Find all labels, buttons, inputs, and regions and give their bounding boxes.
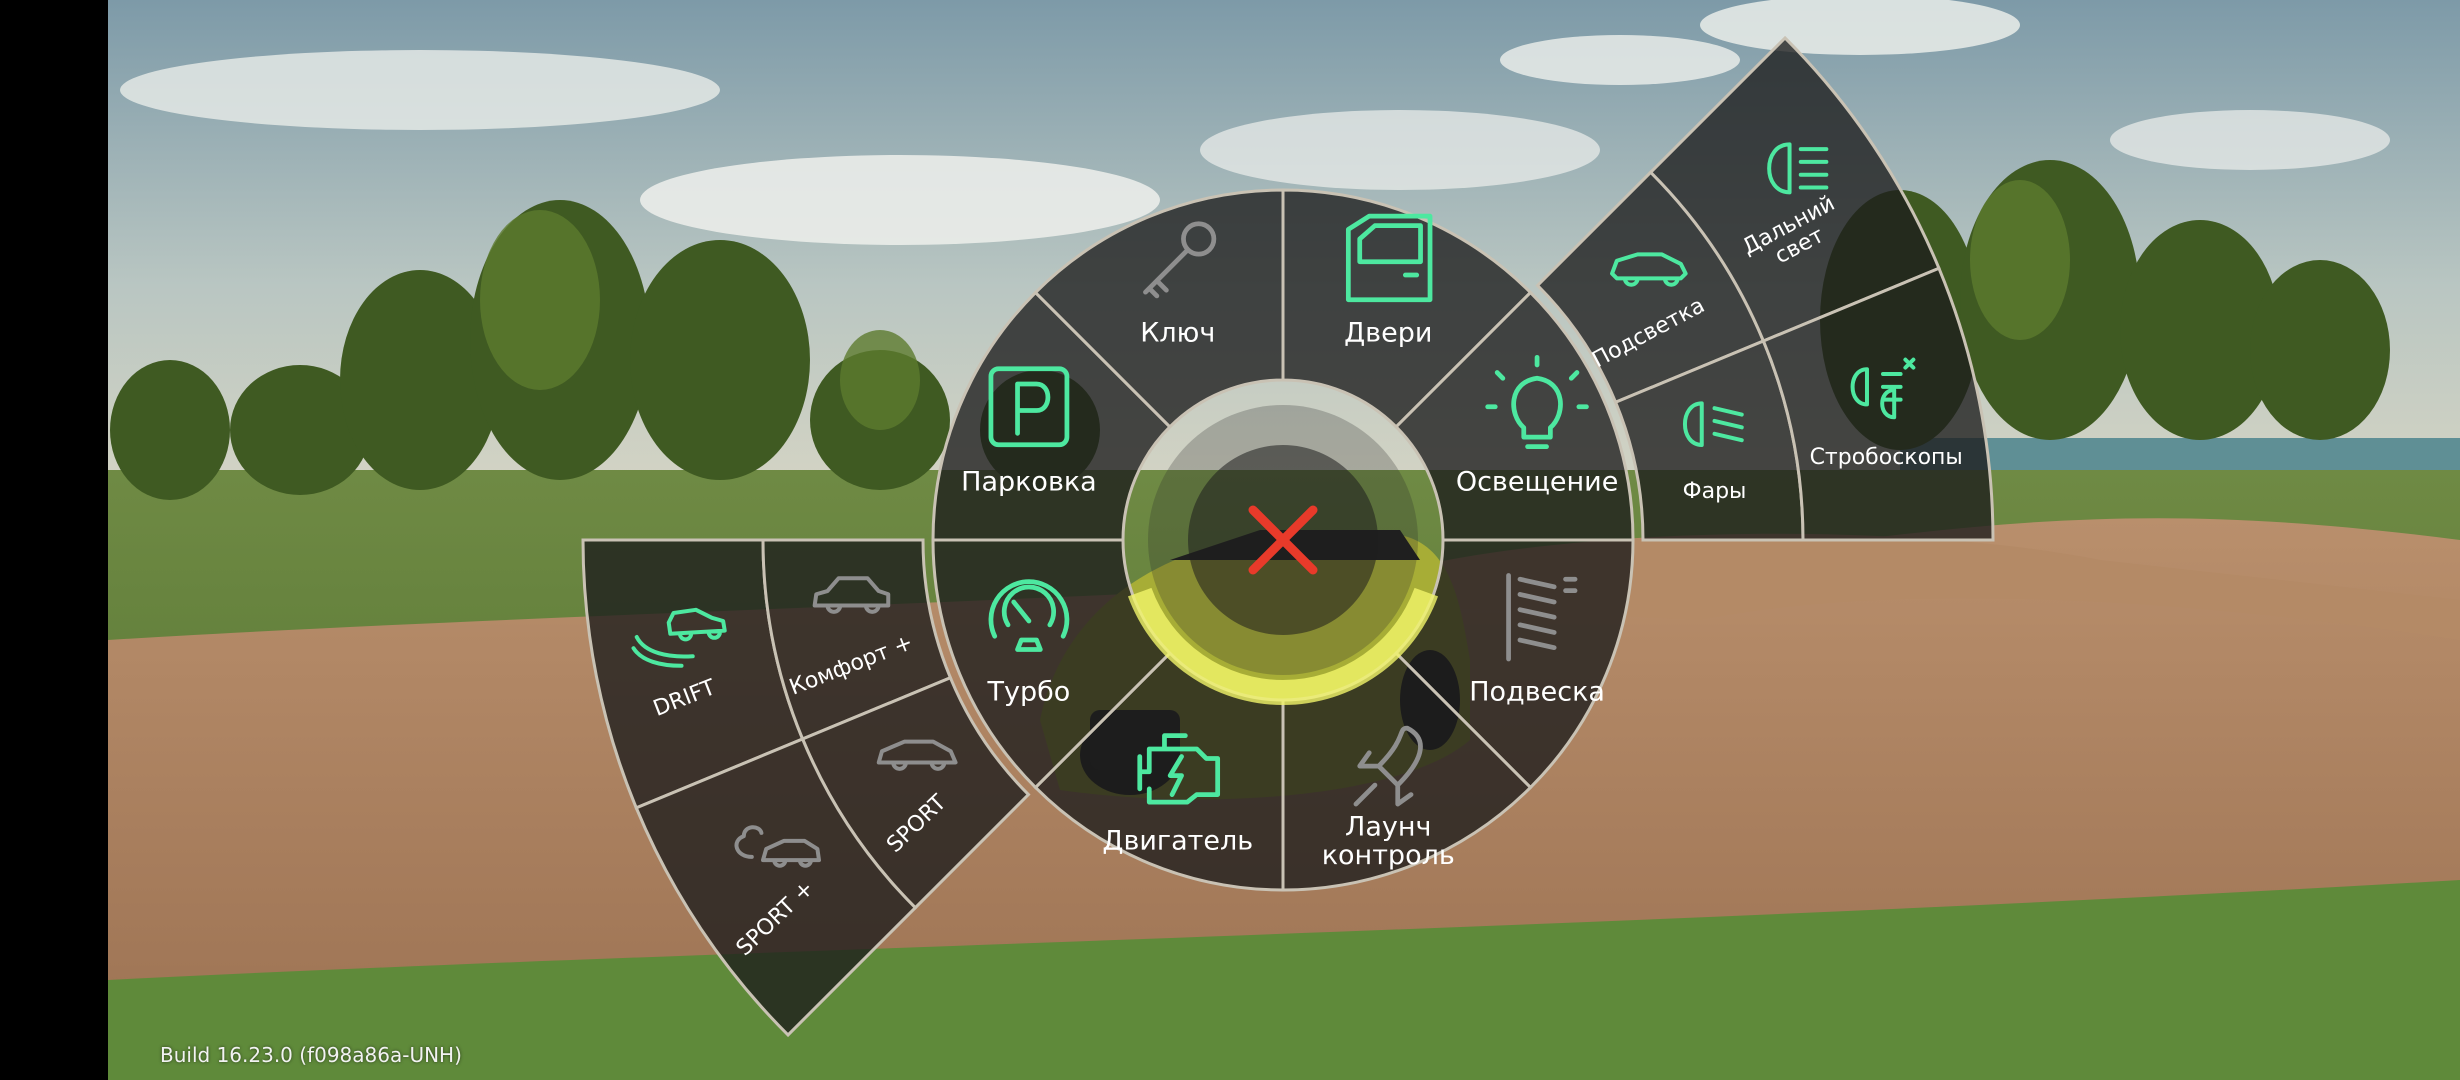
build-version-label: Build 16.23.0 (f098a86a-UNH) xyxy=(160,1043,462,1067)
menu-segment xyxy=(1394,538,1635,790)
engine-icon xyxy=(1137,733,1221,805)
door-icon xyxy=(1345,213,1433,303)
menu-item-label: Ключ xyxy=(1140,317,1215,348)
high-beam-icon xyxy=(1767,142,1829,195)
close-menu-button[interactable] xyxy=(1188,445,1378,635)
smoke-car-icon xyxy=(734,825,822,868)
inner-menu-item-turbo[interactable]: Турбо xyxy=(931,538,1172,790)
menu-segment xyxy=(931,290,1172,542)
suspension-icon xyxy=(1506,573,1578,662)
menu-segment xyxy=(761,538,953,741)
turbo-gauge-icon xyxy=(988,579,1070,652)
sedan-icon xyxy=(812,576,891,614)
inner-menu-item-key[interactable]: Ключ xyxy=(1033,188,1285,429)
menu-item-label: Фары xyxy=(1683,479,1747,504)
rocket-icon xyxy=(1353,725,1423,807)
menu-item-label: Стробоскопы xyxy=(1810,445,1963,470)
menu-item-label: Парковка xyxy=(961,466,1097,497)
lighting-menu-item-strobes[interactable]: Стробоскопы xyxy=(1761,266,1995,542)
inner-menu-item-lighting[interactable]: Освещение xyxy=(1394,290,1635,542)
menu-item-label: Подвеска xyxy=(1469,677,1605,708)
menu-segment xyxy=(1761,266,1995,542)
menu-item-label: контроль xyxy=(1322,840,1455,871)
strobe-icon xyxy=(1850,357,1916,420)
menu-item-label: Турбо xyxy=(987,677,1071,708)
menu-item-label: Двигатель xyxy=(1102,826,1253,857)
mode-menu-item-sport_plus[interactable]: SPORT + xyxy=(634,737,918,1038)
key-icon xyxy=(1143,221,1217,299)
drift-car-icon xyxy=(631,607,727,668)
headlight-icon xyxy=(1682,401,1744,447)
menu-item-label: Двери xyxy=(1344,317,1432,348)
mode-menu-item-comfort[interactable]: Комфорт + xyxy=(761,538,953,741)
sport-car-icon xyxy=(876,739,958,771)
menu-segment xyxy=(1281,188,1533,429)
bulb-icon xyxy=(1485,354,1589,450)
close-x-icon xyxy=(1248,505,1318,575)
car-glow-icon xyxy=(1610,252,1688,287)
inner-menu-item-suspension[interactable]: Подвеска xyxy=(1394,538,1635,790)
menu-segment xyxy=(1033,188,1285,429)
menu-item-label: Освещение xyxy=(1456,466,1618,497)
inner-menu-item-parking[interactable]: Парковка xyxy=(931,290,1172,542)
parking-icon xyxy=(988,366,1070,448)
mode-menu-item-sport[interactable]: SPORT xyxy=(800,675,1031,910)
menu-item-label: Лаунч xyxy=(1345,811,1431,842)
inner-menu-item-doors[interactable]: Двери xyxy=(1281,188,1533,429)
menu-segment xyxy=(634,737,918,1038)
selection-highlight-arc xyxy=(1127,587,1439,706)
